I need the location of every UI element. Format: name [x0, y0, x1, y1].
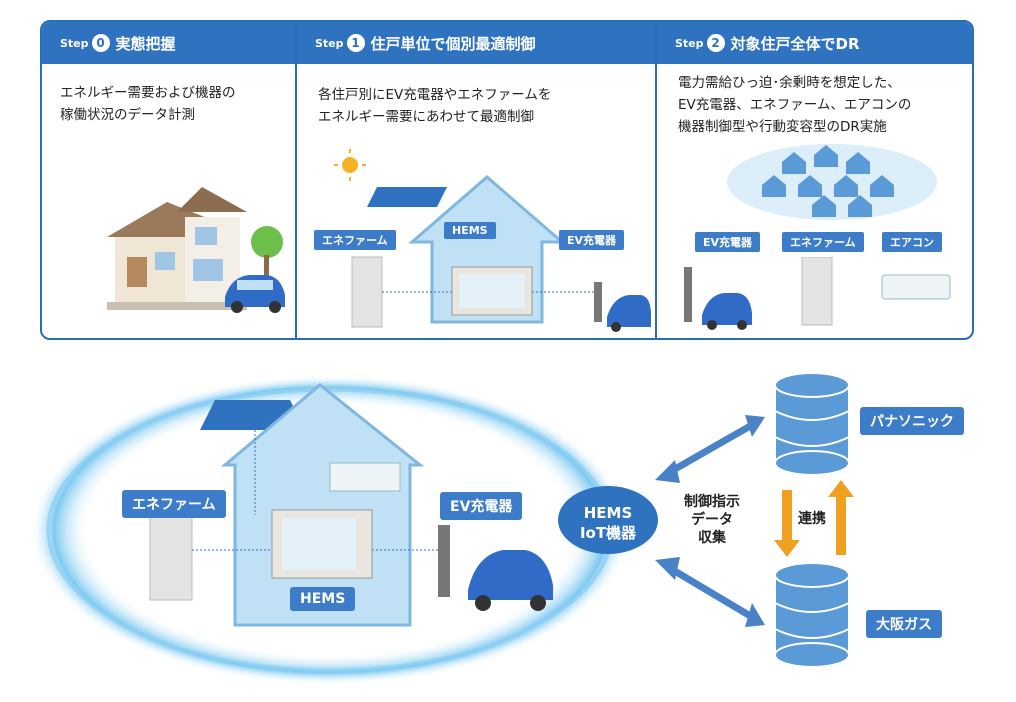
control-data-label: 制御指示 データ 収集	[672, 493, 752, 547]
step0-title: 実態把握	[115, 34, 176, 53]
steps-panel: Step 0 実態把握 Step 1 住戸単位で個別最適制御 Step 2 対象…	[40, 20, 974, 340]
iot-ellipse	[558, 486, 658, 554]
step1-title: 住戸単位で個別最適制御	[370, 34, 536, 53]
ev-car	[468, 550, 553, 600]
step-divider	[295, 22, 297, 338]
desc-line: エネルギー需要にあわせて最適制御	[318, 109, 534, 125]
enefarm-tag: エネファーム	[314, 230, 396, 250]
step-divider	[655, 22, 657, 338]
step1-word: Step	[315, 36, 344, 50]
link-arrow-up	[828, 480, 854, 555]
aircon-tag: エアコン	[882, 232, 942, 252]
step2-description: 電力需給ひっ迫･余剰時を想定した、 EV充電器、エネファーム、エアコンの 機器制…	[678, 72, 911, 138]
desc-line: エネルギー需要および機器の	[60, 85, 236, 101]
step2-number: 2	[706, 34, 725, 52]
step0-description: エネルギー需要および機器の 稼働状況のデータ計測	[60, 82, 236, 126]
ev-charger-label: EV充電器	[440, 492, 523, 520]
enefarm-tag-2: エネファーム	[782, 232, 864, 252]
bottom-diagram	[30, 372, 854, 685]
desc-line: 機器制御型や行動変容型のDR実施	[678, 119, 887, 135]
link-label: 連携	[798, 511, 826, 527]
enefarm-label: エネファーム	[122, 490, 226, 518]
step2-word: Step	[675, 36, 704, 50]
ev-charger	[438, 525, 450, 597]
db-top	[774, 372, 850, 476]
control-line: 収集	[698, 530, 726, 546]
step1-header: Step 1 住戸単位で個別最適制御	[297, 22, 655, 64]
link-arrow-down	[774, 490, 800, 557]
ev-charger-tag-2: EV充電器	[695, 232, 761, 252]
db-bottom	[774, 562, 850, 668]
step1-description: 各住戸別にEV充電器やエネファームを エネルギー需要にあわせて最適制御	[318, 84, 551, 128]
desc-line: 各住戸別にEV充電器やエネファームを	[318, 87, 552, 103]
osaka-gas-label: 大阪ガス	[866, 610, 942, 638]
step0-number: 0	[91, 34, 110, 52]
enefarm-unit	[149, 509, 193, 601]
houses-cloud-illustration	[727, 144, 937, 220]
control-line: 制御指示	[684, 494, 740, 510]
desc-line: EV充電器、エネファーム、エアコンの	[678, 97, 912, 113]
aircon-unit	[329, 462, 401, 492]
house-with-car-illustration	[107, 187, 285, 313]
iot-line: HEMS	[583, 504, 633, 522]
iot-line: IoT機器	[579, 524, 637, 542]
step1-house-illustration	[334, 149, 651, 332]
step1-number: 1	[346, 34, 365, 52]
step2-header: Step 2 対象住戸全体でDR	[657, 22, 972, 64]
desc-line: 稼働状況のデータ計測	[60, 107, 195, 123]
control-line: データ	[691, 512, 733, 528]
step0-header: Step 0 実態把握	[42, 22, 295, 64]
ev-charger-tag: EV充電器	[559, 230, 625, 250]
hems-label: HEMS	[290, 587, 356, 611]
step2-devices-illustration	[684, 257, 951, 330]
hems-iot-node: HEMS IoT機器	[560, 503, 656, 543]
step0-word: Step	[60, 36, 89, 50]
step2-title: 対象住戸全体でDR	[730, 34, 860, 53]
desc-line: 電力需給ひっ迫･余剰時を想定した、	[678, 75, 901, 91]
panasonic-label: パナソニック	[860, 407, 964, 435]
hems-tag: HEMS	[444, 222, 496, 239]
